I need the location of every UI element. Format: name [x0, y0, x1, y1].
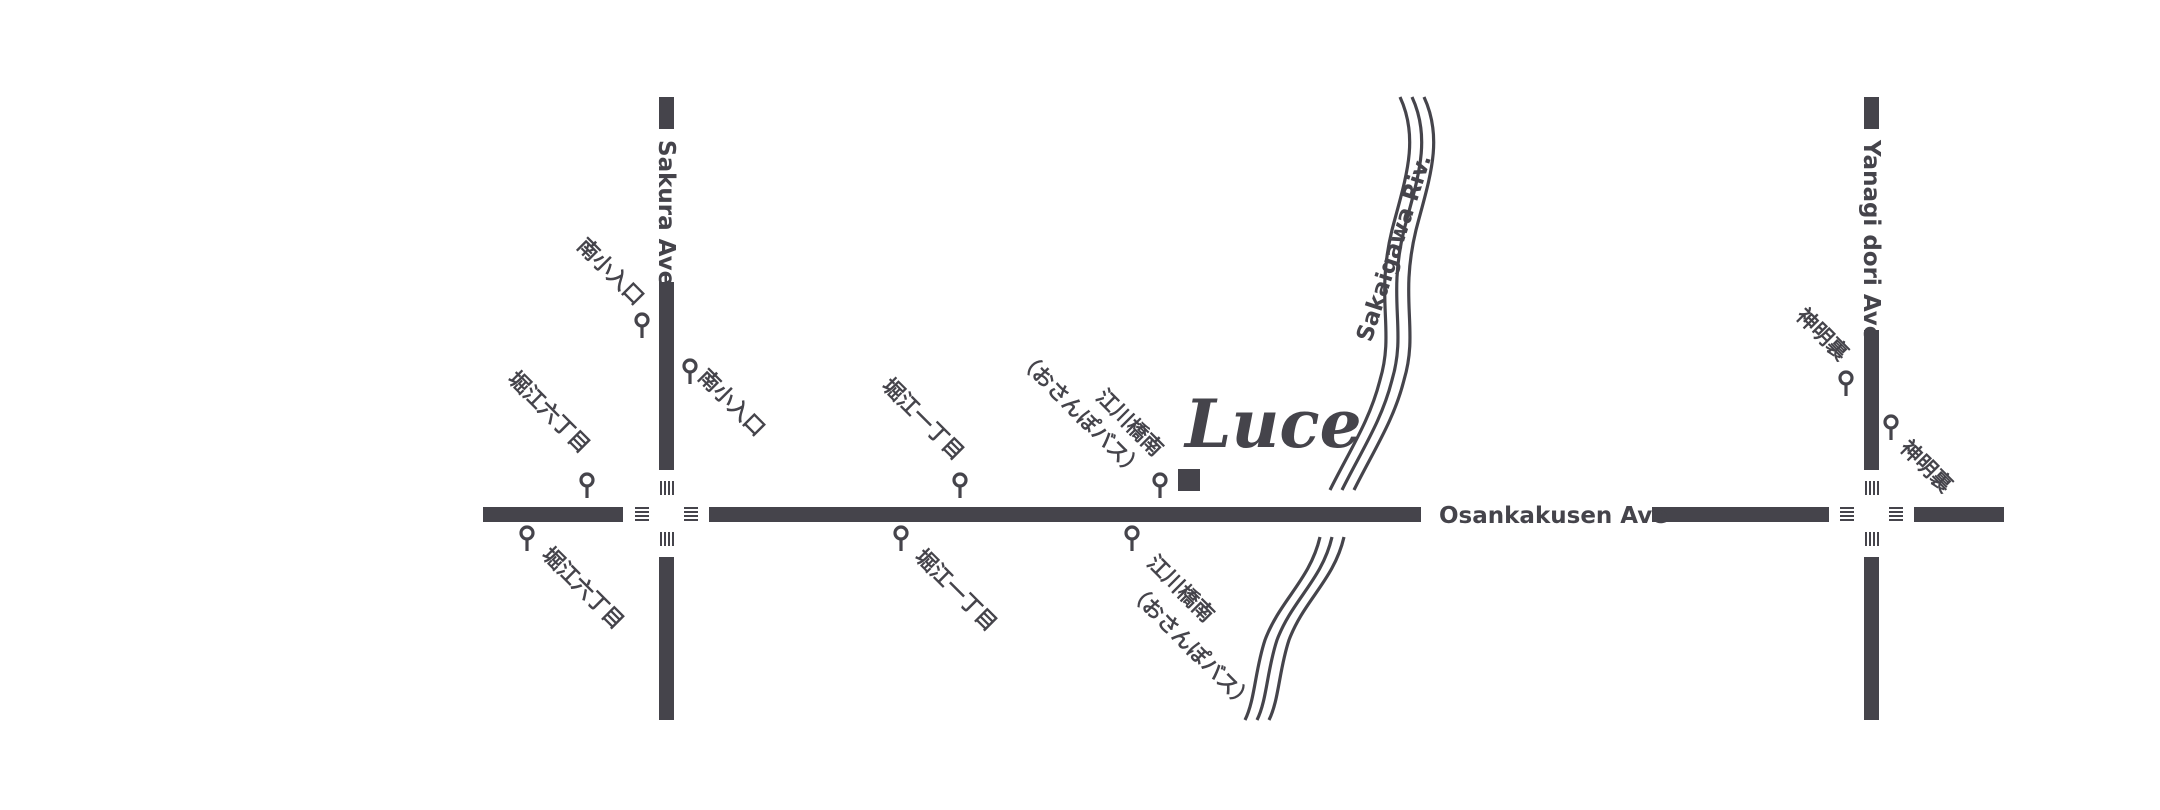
bus-stop-labels: 南小入口 南小入口 堀江六丁目 堀江六丁目 堀江一丁目 堀江一丁目 江川橋南 （…: [503, 234, 1957, 715]
right-avenue-road: [1864, 97, 1879, 720]
main-avenue-label: Osankakusen Ave: [1439, 503, 1668, 529]
bus-stop-pin-icon: [893, 525, 909, 553]
bus-stop-pin-icon: [1124, 525, 1140, 553]
river-lower: [1243, 536, 1346, 721]
destination-name: Luce: [1183, 385, 1362, 463]
left-avenue-road: [659, 97, 674, 720]
right-avenue-label: Yanagi dori Ave: [1858, 139, 1884, 341]
bus-stop-label: 神明裏: [1895, 436, 1957, 498]
river-upper: [1328, 96, 1436, 491]
crosswalk-icon: [660, 532, 674, 546]
bus-stop-label: 堀江一丁目: [910, 545, 1001, 636]
bus-stop-label: 南小入口: [572, 234, 648, 310]
crosswalk-icon: [1840, 507, 1854, 521]
crosswalk-icon: [1865, 532, 1879, 546]
bus-stop-label: 神明裏: [1791, 304, 1853, 366]
bus-stop-pin-icon: [1152, 472, 1168, 500]
square-marker-icon: [1178, 469, 1200, 491]
crosswalk-icon: [635, 507, 649, 521]
river-label: Sakaigawa Riv.: [1352, 151, 1437, 344]
bus-stop-pin-icon: [1883, 414, 1899, 442]
crosswalk-icon: [684, 507, 698, 521]
crosswalk-icon: [1889, 507, 1903, 521]
bus-stop-pin-icon: [519, 525, 535, 553]
bus-stop-label: 堀江一丁目: [877, 374, 968, 465]
crosswalk-icon: [660, 481, 674, 495]
bus-stop-pin-icon: [579, 472, 595, 500]
main-avenue-road: [483, 507, 2004, 522]
bus-stop-label: 南小入口: [693, 365, 769, 441]
bus-stop-label: 堀江六丁目: [503, 367, 594, 458]
crosswalk-icon: [1865, 481, 1879, 495]
bus-stop-label: 堀江六丁目: [537, 543, 628, 634]
left-avenue-label: Sakura Ave: [653, 140, 679, 286]
bus-stop-pin-icon: [952, 472, 968, 500]
bus-stop-pin-icon: [1838, 370, 1854, 398]
bus-stop-pin-icon: [634, 312, 650, 340]
